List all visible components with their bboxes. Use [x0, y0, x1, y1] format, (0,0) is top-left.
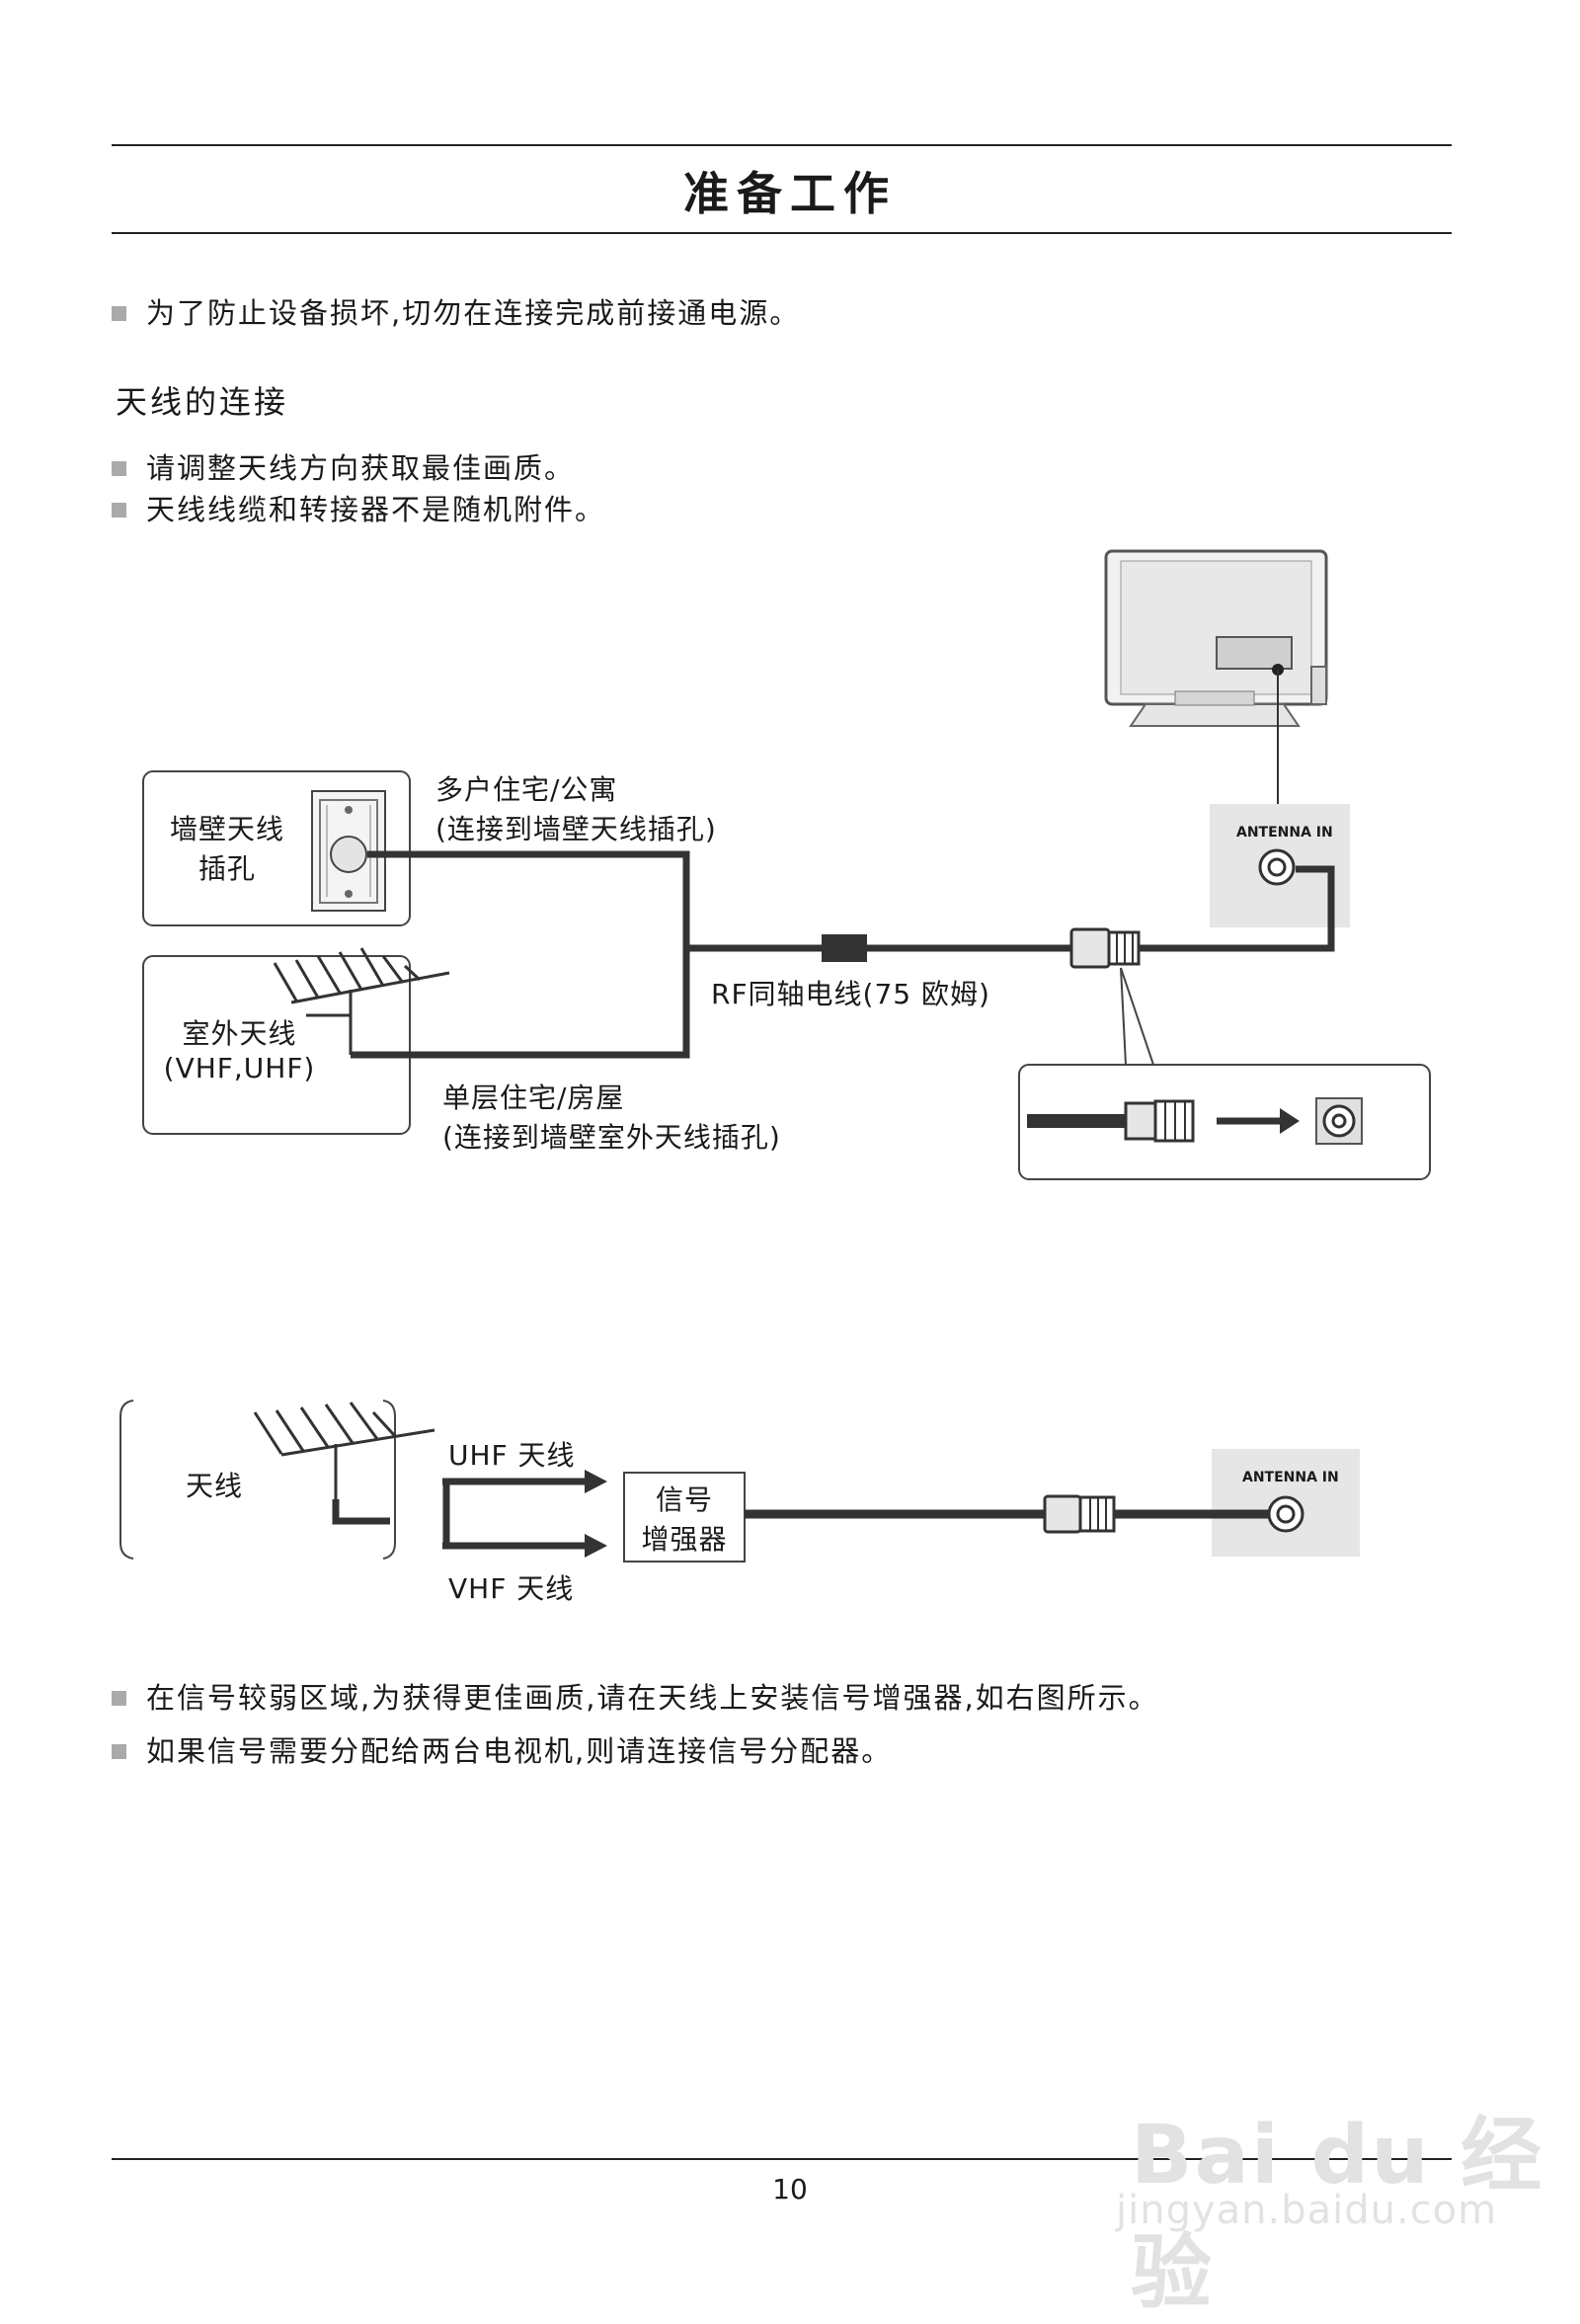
outdoor-label-line-1: 室外天线 [182, 1017, 297, 1050]
wall-jack-label-line-1: 墙壁天线 [169, 813, 284, 845]
cable-label: RF同轴电线(75 欧姆) [711, 978, 990, 1010]
bullet-square-icon [112, 502, 126, 518]
bullet-square-icon [112, 1690, 126, 1706]
wall-jack-label: 墙壁天线 插孔 [153, 808, 301, 887]
bullet-square-icon [112, 305, 126, 321]
apartment-label-line-2: (连接到墙壁天线插孔) [435, 813, 717, 845]
coax-plug-detail-icon [1124, 1099, 1195, 1143]
outdoor-antenna-label: 室外天线 (VHF,UHF) [148, 1012, 331, 1084]
header-bottom-rule [112, 232, 1452, 234]
section-bullet-2: 天线线缆和转接器不是随机附件。 [112, 487, 605, 528]
coax-connector-icon-2 [1043, 1494, 1116, 1534]
rf-cables [351, 850, 1335, 1059]
amplifier-label-line-2: 增强器 [641, 1523, 728, 1556]
bottom-bullet-2: 如果信号需要分配给两台电视机,则请连接信号分配器。 [112, 1728, 892, 1770]
antenna-in-label-1: ANTENNA IN [1236, 825, 1333, 841]
section-bullet-1: 请调整天线方向获取最佳画质。 [112, 445, 575, 487]
uhf-label: UHF 天线 [448, 1439, 576, 1472]
tv-back-icon [1104, 549, 1328, 727]
amplifier-label: 信号 增强器 [624, 1479, 745, 1558]
house-label-line-1: 单层住宅/房屋 [442, 1082, 625, 1114]
intro-bullet-text: 为了防止设备损坏,切勿在连接完成前接通电源。 [146, 296, 801, 330]
antenna-port-detail-icon [1315, 1097, 1363, 1145]
bottom-bullet-text-1: 在信号较弱区域,为获得更佳画质,请在天线上安装信号增强器,如右图所示。 [146, 1681, 1159, 1715]
page-number: 10 [772, 2173, 808, 2205]
antenna-in-label-2: ANTENNA IN [1242, 1470, 1339, 1485]
outdoor-antenna-icon [273, 947, 450, 1055]
bracket-icon [119, 1400, 396, 1560]
cable-ferrite-icon [822, 934, 867, 962]
amplifier-label-line-1: 信号 [655, 1483, 713, 1516]
vhf-label: VHF 天线 [448, 1572, 575, 1605]
antenna-icon-2 [253, 1402, 435, 1501]
intro-bullet: 为了防止设备损坏,切勿在连接完成前接通电源。 [112, 290, 800, 332]
bullet-square-icon [112, 1743, 126, 1759]
coax-connector-icon [1069, 927, 1141, 969]
outdoor-label-line-2: (VHF,UHF) [163, 1052, 316, 1084]
section-bullet-text-2: 天线线缆和转接器不是随机附件。 [146, 493, 606, 526]
house-label: 单层住宅/房屋 (连接到墙壁室外天线插孔) [442, 1077, 781, 1156]
section-bullet-text-1: 请调整天线方向获取最佳画质。 [146, 451, 576, 485]
house-label-line-2: (连接到墙壁室外天线插孔) [442, 1121, 781, 1154]
split-arrows [442, 1470, 607, 1558]
header-top-rule [112, 144, 1452, 146]
wall-jack-label-line-2: 插孔 [198, 852, 256, 885]
bullet-square-icon [112, 460, 126, 476]
bottom-bullet-text-2: 如果信号需要分配给两台电视机,则请连接信号分配器。 [146, 1734, 893, 1768]
apartment-label: 多户住宅/公寓 (连接到墙壁天线插孔) [435, 768, 717, 847]
apartment-label-line-1: 多户住宅/公寓 [435, 773, 618, 806]
watermark-url: jingyan.baidu.com [1116, 2188, 1498, 2233]
bottom-bullet-1: 在信号较弱区域,为获得更佳画质,请在天线上安装信号增强器,如右图所示。 [112, 1675, 1159, 1717]
outdoor-antenna-box [142, 955, 411, 1135]
page-title: 准备工作 [683, 167, 897, 220]
antenna-label: 天线 [186, 1470, 244, 1502]
section-title: 天线的连接 [116, 383, 289, 421]
arrow-right-icon [1217, 1108, 1300, 1134]
